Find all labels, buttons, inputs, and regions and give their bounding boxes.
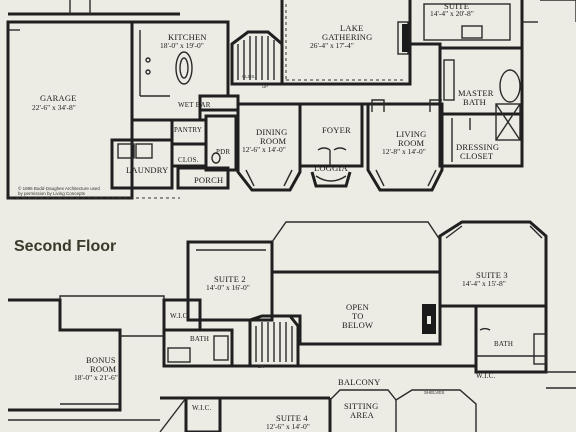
- label-shelves: SHELVES: [424, 390, 445, 395]
- room-dims-suite-top: 14'-4" x 20'-8": [430, 9, 474, 18]
- room-label-foyer: FOYER: [322, 125, 351, 135]
- room-label-gathering: GATHERING: [322, 32, 373, 42]
- room-dims-lake-gathering: 26'-4" x 17'-4": [310, 41, 354, 50]
- living-walls: [362, 102, 444, 192]
- stair-label-clos: CLOS.: [242, 74, 256, 79]
- wic3-walls: [184, 396, 222, 432]
- room-label-pantry: PANTRY: [174, 126, 203, 134]
- room-dims-kitchen: 18'-0" x 19'-0": [160, 41, 204, 50]
- room-label-living: LIVING: [396, 129, 427, 139]
- room-dims-living: 12'-8" x 14'-0": [382, 147, 426, 156]
- room-label-wic1: W.I.C.: [170, 312, 190, 320]
- room-label-master-bath: BATH: [463, 97, 486, 107]
- room-label-suite3: SUITE 3: [476, 270, 508, 280]
- room-label-porch: PORCH: [194, 175, 224, 185]
- fireplace-icon: [402, 24, 410, 52]
- room-dims-suite4: 12'-6" x 14'-0": [266, 422, 310, 431]
- room-label-sitting: SITTING: [344, 401, 379, 411]
- room-label-suite4: SUITE 4: [276, 413, 308, 423]
- laundry-walls: [110, 138, 174, 190]
- suite3-walls: [438, 220, 548, 308]
- label-below: BELOW: [342, 320, 374, 330]
- room-label-bath2: BATH: [494, 340, 514, 348]
- suite-top-walls: [408, 0, 524, 50]
- room-label-dressing: DRESSING: [456, 142, 500, 152]
- foyer-walls: [298, 102, 364, 168]
- room-dims-bonus: 18'-0" x 21'-6": [74, 373, 118, 382]
- room-label-laundry: LAUNDRY: [126, 165, 169, 175]
- room-dims-dining: 12'-6" x 14'-0": [242, 145, 286, 154]
- loggia-walls: [310, 171, 352, 188]
- room-label-dining: DINING: [256, 127, 288, 137]
- room-label-bonus-room: ROOM: [90, 364, 117, 374]
- master-bath-walls: [438, 48, 524, 116]
- room-dims-garage: 22'-6" x 34'-8": [32, 103, 76, 112]
- stair-label-dn: DN: [258, 364, 265, 369]
- porch-walls: [176, 166, 230, 190]
- room-label-loggia: LOGGIA: [314, 163, 348, 173]
- room-label-balcony: BALCONY: [338, 377, 381, 387]
- stair-label-up: UP: [262, 84, 269, 89]
- room-label-dining-room: ROOM: [260, 136, 287, 146]
- room-label-closet: CLOSET: [460, 151, 494, 161]
- room-label-wet-bar: WET BAR: [178, 101, 211, 109]
- room-dims-suite3: 14'-4" x 15'-8": [462, 279, 506, 288]
- room-label-sitting-area: AREA: [350, 410, 374, 420]
- room-label-pdr: PDR: [216, 148, 231, 156]
- room-label-lake: LAKE: [340, 23, 364, 33]
- room-label-wic2: W.I.C.: [476, 372, 496, 380]
- room-label-bonus: BONUS: [86, 355, 116, 365]
- copyright-line1: © 1995 Budd·Daughes Architecture used: [18, 186, 100, 191]
- label-to: TO: [352, 311, 364, 321]
- room-label-clos: CLOS.: [178, 156, 199, 164]
- clos-walls: [170, 142, 208, 168]
- section-title-second-floor: Second Floor: [14, 238, 117, 255]
- room-label-kitchen: KITCHEN: [168, 32, 207, 42]
- copyright-line2: by permission by Living Concepts: [18, 191, 86, 196]
- suite2-walls: [186, 240, 274, 322]
- bath1-walls: [162, 328, 234, 368]
- open-below-walls: [270, 272, 442, 346]
- label-open: OPEN: [346, 302, 369, 312]
- room-label-wic3: W.I.C.: [192, 404, 212, 412]
- pdr-walls: [204, 114, 238, 172]
- bonus-walls: [8, 298, 122, 412]
- room-label-garage: GARAGE: [40, 93, 77, 103]
- room-dims-suite2: 14'-0" x 16'-0": [206, 283, 250, 292]
- room-label-suite-top: SUITE: [444, 1, 470, 11]
- dressing-closet-walls: [438, 114, 524, 168]
- room-label-living-room: ROOM: [398, 138, 425, 148]
- room-label-suite2: SUITE 2: [214, 274, 246, 284]
- room-label-master: MASTER: [458, 88, 494, 98]
- wet-bar-walls: [198, 94, 240, 112]
- room-label-bath1: BATH: [190, 335, 210, 343]
- bath2-walls: [474, 306, 548, 374]
